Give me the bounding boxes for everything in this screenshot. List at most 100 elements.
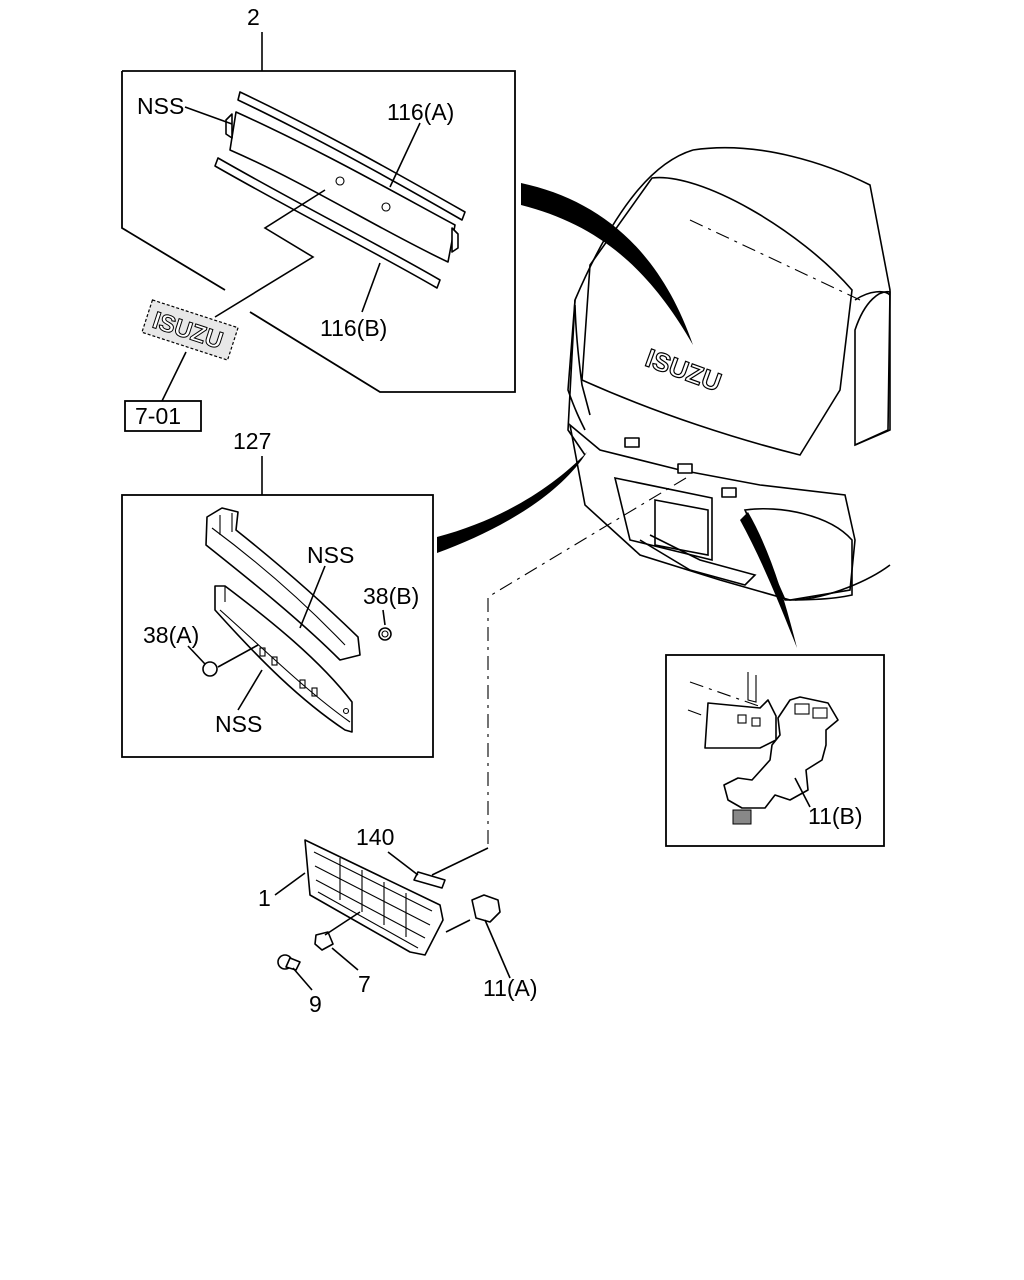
nss-label-mid1: NSS bbox=[307, 542, 354, 568]
clip-11b-window bbox=[812, 707, 828, 719]
leader-line bbox=[217, 644, 259, 668]
garnish-clip bbox=[225, 113, 233, 139]
plate-slot bbox=[259, 647, 266, 657]
garnish-upper-strip bbox=[237, 91, 466, 221]
callout-arrow-right bbox=[740, 512, 797, 648]
nss-label-top: NSS bbox=[137, 93, 184, 119]
isuzu-emblem: ISUZU bbox=[141, 299, 239, 361]
leader-line bbox=[214, 189, 326, 318]
plate-slot bbox=[271, 656, 278, 666]
lower-plate bbox=[214, 585, 353, 733]
grille-slat bbox=[317, 891, 419, 949]
screw-9-shank bbox=[285, 957, 301, 971]
clip-11b-window bbox=[794, 703, 810, 715]
fastener-38b bbox=[378, 627, 392, 641]
part-number-116a: 116(A) bbox=[387, 99, 454, 125]
ref-box-7-01 bbox=[124, 400, 202, 432]
leader-line bbox=[292, 967, 313, 991]
leader-line bbox=[161, 351, 187, 402]
leader-line bbox=[324, 911, 361, 936]
leader-line bbox=[445, 919, 471, 933]
leader-line bbox=[431, 847, 489, 876]
vehicle-illustration: ISUZU bbox=[567, 146, 891, 601]
callout-arrow-top bbox=[521, 183, 693, 345]
reinforcement-bar-edge bbox=[219, 513, 233, 535]
emblem-strip-140 bbox=[413, 871, 446, 889]
part-number-38a: 38(A) bbox=[143, 622, 199, 648]
detail-slot bbox=[737, 714, 747, 724]
garnish-hole bbox=[335, 176, 345, 186]
detail-box-11b-group: 11(B) bbox=[665, 654, 885, 847]
part-number-9: 9 bbox=[309, 991, 322, 1017]
leader-line bbox=[389, 122, 421, 188]
clip-11b bbox=[723, 696, 839, 809]
leader-line bbox=[487, 477, 687, 848]
ref-label-7-01: 7-01 bbox=[135, 403, 181, 429]
clip-11a bbox=[471, 894, 501, 923]
middle-assembly-group: 127 NSS 38(B) 38(A) NSS bbox=[121, 428, 434, 758]
fastener-38b-inner bbox=[381, 630, 389, 638]
grille-slat bbox=[313, 851, 433, 912]
leader-line bbox=[331, 947, 359, 971]
vehicle-emblem-text: ISUZU bbox=[642, 343, 726, 398]
leader-line bbox=[387, 851, 419, 876]
garnish-clip bbox=[451, 227, 459, 253]
leader-line bbox=[299, 565, 326, 629]
nut-7 bbox=[314, 931, 334, 951]
leader-line bbox=[274, 872, 306, 896]
callout-arrow-middle bbox=[437, 452, 587, 553]
detail-dash-line bbox=[687, 709, 721, 723]
vehicle-clip bbox=[721, 487, 737, 498]
leader-line bbox=[484, 919, 511, 979]
leader-line bbox=[382, 609, 386, 626]
fastener-38a bbox=[202, 661, 218, 677]
vehicle-body-outline bbox=[567, 146, 891, 456]
clip-11b-grid bbox=[732, 809, 752, 825]
vehicle-side-panel bbox=[854, 291, 891, 447]
vehicle-window-edge bbox=[854, 290, 891, 301]
part-number-1: 1 bbox=[258, 885, 271, 911]
detail-box-frame bbox=[665, 654, 885, 847]
part-number-140: 140 bbox=[356, 824, 394, 850]
part-number-11b: 11(B) bbox=[808, 803, 863, 829]
vehicle-license-plate-area bbox=[613, 476, 713, 562]
vehicle-clip bbox=[624, 437, 640, 448]
detail-slot bbox=[751, 717, 761, 727]
detail-dash-line bbox=[689, 681, 771, 711]
part-number-116b: 116(B) bbox=[320, 315, 387, 341]
reinforcement-bar-edge bbox=[211, 527, 346, 646]
emblem-outline bbox=[141, 299, 239, 361]
leader-line bbox=[184, 106, 233, 125]
garnish-lower-strip bbox=[214, 157, 441, 289]
vehicle-clip bbox=[677, 463, 693, 474]
grille-slat bbox=[315, 879, 426, 939]
top-assembly-group: 2 NSS 116(A) 116(B) ISUZU 7-01 bbox=[121, 4, 516, 432]
leader-line bbox=[361, 262, 381, 313]
vehicle-tailgate bbox=[567, 299, 591, 431]
leader-line bbox=[187, 645, 206, 665]
vehicle-dash-line bbox=[689, 219, 861, 301]
lower-plate-edge bbox=[219, 586, 351, 723]
plate-slot bbox=[311, 687, 318, 697]
leader-line bbox=[237, 669, 263, 711]
garnish-panel bbox=[229, 111, 456, 263]
detail-bracket bbox=[747, 672, 757, 703]
part-number-2: 2 bbox=[247, 4, 260, 30]
part-number-11a: 11(A) bbox=[483, 975, 538, 1001]
plate-hole bbox=[342, 707, 350, 715]
top-box-frame bbox=[121, 70, 516, 393]
leader-line bbox=[794, 777, 811, 808]
vehicle-isuzu-emblem: ISUZU bbox=[641, 342, 726, 398]
part-number-7: 7 bbox=[358, 971, 371, 997]
vehicle-step bbox=[639, 534, 757, 586]
vehicle-rear-window bbox=[581, 176, 853, 456]
detail-plate bbox=[704, 699, 777, 749]
grille-slat bbox=[314, 865, 431, 926]
garnish-hole bbox=[381, 202, 391, 212]
plate-slot bbox=[299, 679, 306, 689]
vehicle-lower-edge bbox=[794, 564, 891, 601]
middle-box-frame bbox=[121, 494, 434, 758]
part-number-127: 127 bbox=[233, 428, 271, 454]
part-number-38b: 38(B) bbox=[363, 583, 419, 609]
